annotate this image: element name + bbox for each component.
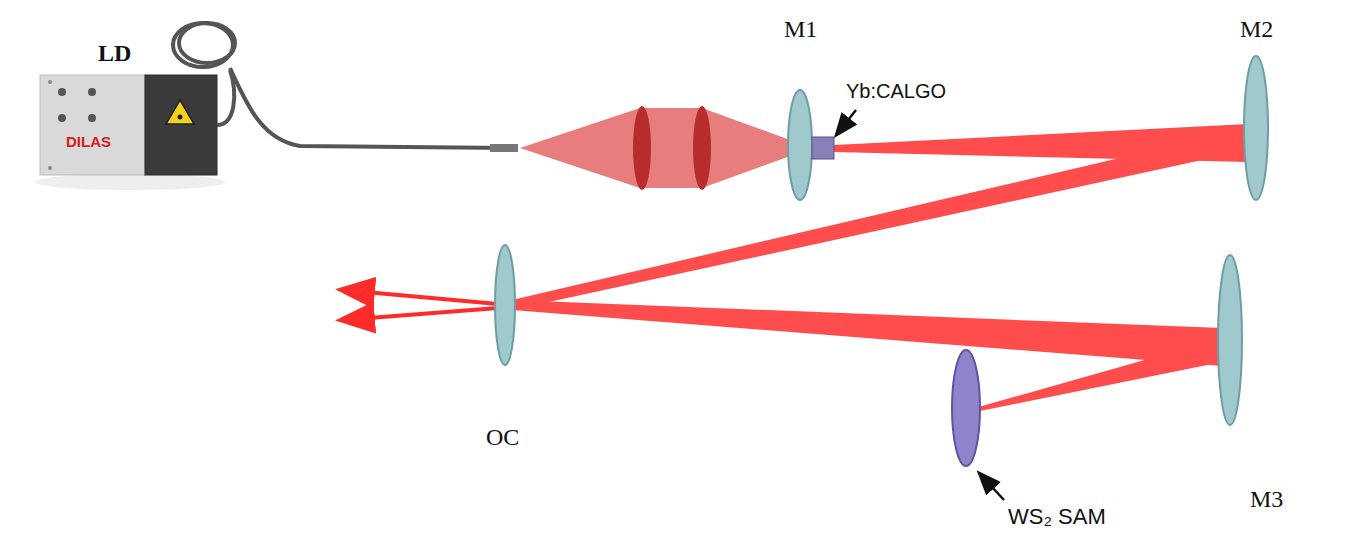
part-label: Yb:CALGO [846, 80, 946, 103]
part-label: M3 [1250, 486, 1283, 514]
output-coupler [495, 245, 515, 365]
brand-label: DILAS [66, 133, 111, 150]
laser-diode-module [40, 75, 217, 175]
output-beam [343, 290, 498, 304]
pump-optics [520, 106, 812, 190]
part-label: LD [98, 40, 131, 68]
pointer-arrow [837, 110, 856, 134]
gain-crystal [812, 137, 834, 159]
laser-beam [512, 124, 1248, 412]
part-label: M1 [784, 16, 817, 44]
part-label: WS₂ SAM [1008, 504, 1106, 529]
part-label: M2 [1240, 16, 1273, 44]
mirror-m3 [1218, 255, 1242, 425]
mirror-m2 [1244, 56, 1268, 200]
mirror-m1 [788, 90, 812, 200]
saturable-absorber [952, 350, 980, 466]
output-beam [343, 308, 498, 320]
fiber [173, 23, 518, 152]
part-label: OC [486, 424, 519, 452]
pointer-arrow [980, 474, 1004, 500]
